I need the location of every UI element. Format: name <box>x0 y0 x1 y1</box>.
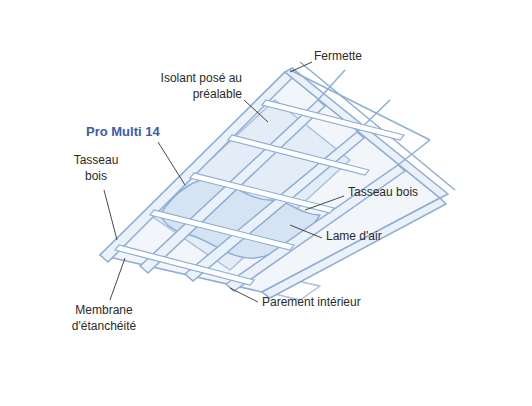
product-label: Pro Multi 14 <box>86 124 186 140</box>
part-label: Lame d'air <box>326 228 406 244</box>
part-label: Tasseau bois <box>348 184 438 200</box>
part-label: Membrane d'étanchéité <box>58 302 150 334</box>
part-label: Isolant posé au préalable <box>150 70 242 102</box>
part-label: Tasseau bois <box>70 152 122 184</box>
part-label: Parement intérieur <box>262 294 392 310</box>
part-label: Fermette <box>314 48 394 64</box>
